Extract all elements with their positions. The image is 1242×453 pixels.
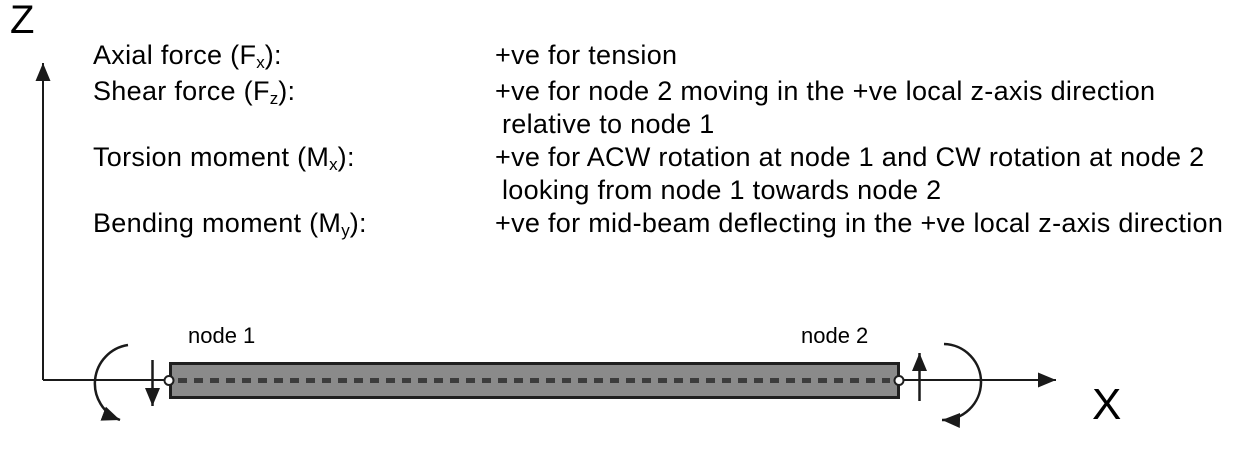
axial-force-description: +ve for tension xyxy=(495,40,678,70)
torsion-moment-term: Torsion moment (Mx): xyxy=(93,142,355,174)
shear-force-term: Shear force (Fz): xyxy=(93,76,296,108)
z-axis-label: Z xyxy=(10,0,35,42)
shear-force-description: +ve for node 2 moving in the +ve local z… xyxy=(495,76,1156,139)
node2-marker xyxy=(893,375,905,386)
sign-convention-table: Axial force (Fx): +ve for tension Shear … xyxy=(93,39,1238,243)
axial-force-term: Axial force (Fx): xyxy=(93,40,282,72)
node1-label: node 1 xyxy=(188,323,256,348)
shear-force-row: Shear force (Fz): +ve for node 2 moving … xyxy=(93,75,1238,141)
node2-label: node 2 xyxy=(801,323,869,348)
node1-rotation-arrow-icon xyxy=(93,343,129,422)
subscript: y xyxy=(341,221,350,240)
axial-force-row: Axial force (Fx): +ve for tension xyxy=(93,39,1238,75)
bending-moment-row: Bending moment (My): +ve for mid-beam de… xyxy=(93,207,1238,243)
torsion-moment-description: +ve for ACW rotation at node 1 and CW ro… xyxy=(495,142,1205,205)
x-axis-label: X xyxy=(1092,380,1122,429)
torsion-moment-row: Torsion moment (Mx): +ve for ACW rotatio… xyxy=(93,141,1238,207)
subscript: x xyxy=(256,53,265,72)
subscript: z xyxy=(269,89,279,108)
bending-moment-term: Bending moment (My): xyxy=(93,208,367,240)
bending-moment-description: +ve for mid-beam deflecting in the +ve l… xyxy=(495,208,1224,238)
node1-marker xyxy=(163,375,175,386)
node2-rotation-arrow-icon xyxy=(941,342,983,428)
subscript: x xyxy=(329,155,338,174)
